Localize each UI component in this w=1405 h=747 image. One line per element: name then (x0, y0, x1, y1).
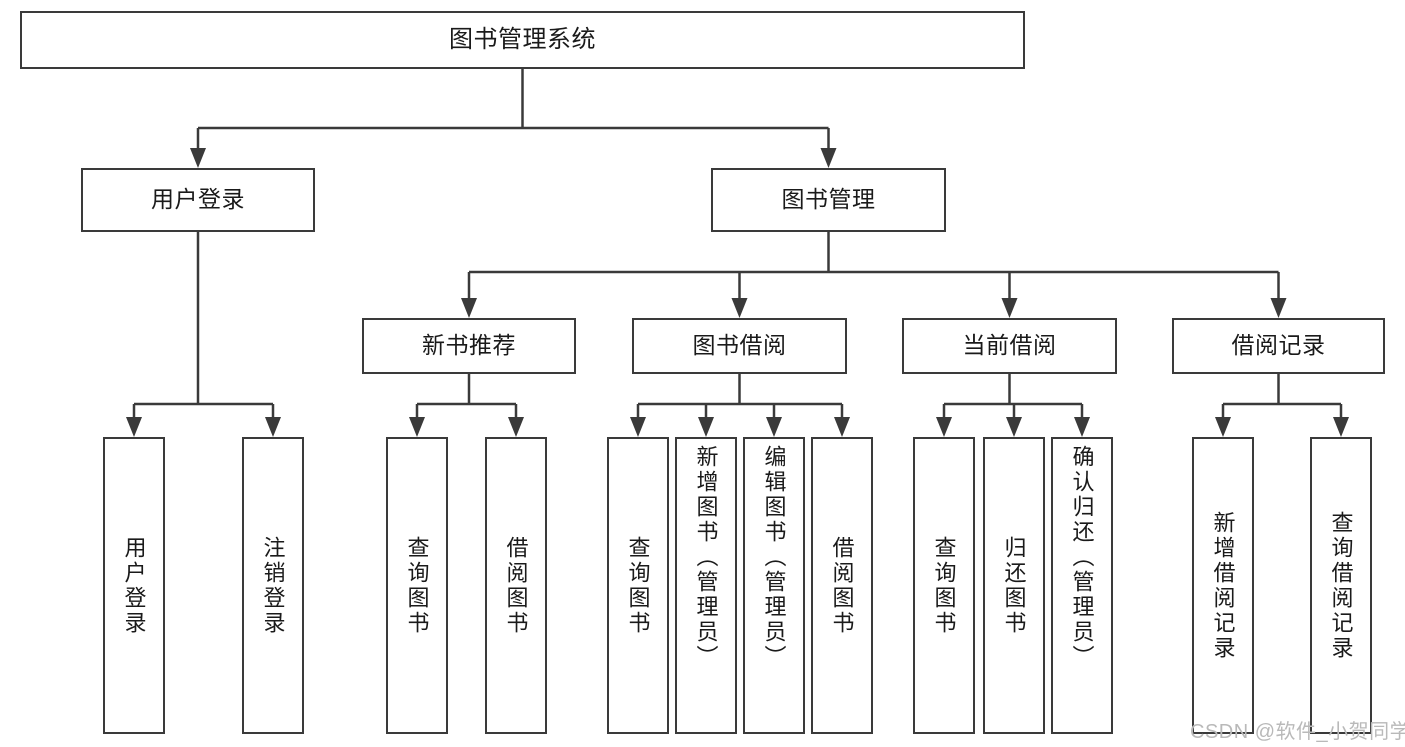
edge-arrowhead (766, 417, 782, 437)
node-leaf-new-2[interactable]: 借阅图书 (485, 437, 547, 734)
node-current[interactable]: 当前借阅 (902, 318, 1117, 374)
node-root[interactable]: 图书管理系统 (20, 11, 1025, 69)
node-leaf-bor-4[interactable]: 借阅图书 (811, 437, 873, 734)
edge-arrowhead (461, 298, 477, 318)
node-newbook[interactable]: 新书推荐 (362, 318, 576, 374)
edge-arrowhead (731, 298, 748, 318)
node-label: 借阅记录 (1231, 332, 1326, 359)
node-label: 新增图书（管理员） (693, 445, 719, 670)
node-leaf-new-1[interactable]: 查询图书 (386, 437, 448, 734)
node-label: 图书借阅 (692, 332, 787, 359)
node-label: 查询图书 (404, 535, 430, 636)
edge-arrowhead (936, 417, 952, 437)
node-label: 用户登录 (121, 535, 147, 636)
node-leaf-bor-2[interactable]: 新增图书（管理员） (675, 437, 737, 734)
node-label: 用户登录 (151, 186, 245, 213)
node-label: 编辑图书（管理员） (761, 445, 787, 670)
node-bookmgmt[interactable]: 图书管理 (711, 168, 946, 232)
edge-arrowhead (1006, 417, 1022, 437)
edge-arrowhead (698, 417, 714, 437)
node-leaf-rec-2[interactable]: 查询借阅记录 (1310, 437, 1372, 734)
edge-arrowhead (190, 148, 206, 168)
node-login[interactable]: 用户登录 (81, 168, 315, 232)
node-label: 查询借阅记录 (1328, 510, 1354, 661)
node-label: 借阅图书 (503, 535, 529, 636)
edge-arrowhead (630, 417, 646, 437)
node-leaf-login-1[interactable]: 用户登录 (103, 437, 165, 734)
edge-arrowhead (1074, 417, 1090, 437)
node-label: 当前借阅 (962, 332, 1057, 359)
node-leaf-cur-3[interactable]: 确认归还（管理员） (1051, 437, 1113, 734)
node-leaf-bor-3[interactable]: 编辑图书（管理员） (743, 437, 805, 734)
edge-arrowhead (820, 148, 837, 168)
node-label: 查询图书 (931, 535, 957, 636)
edge-arrowhead (1001, 298, 1018, 318)
edge-arrowhead (834, 417, 850, 437)
node-label: 查询图书 (625, 535, 651, 636)
node-label: 注销登录 (260, 535, 286, 636)
node-leaf-cur-1[interactable]: 查询图书 (913, 437, 975, 734)
node-leaf-rec-1[interactable]: 新增借阅记录 (1192, 437, 1254, 734)
node-label: 图书管理系统 (449, 25, 596, 53)
edge-arrowhead (1333, 417, 1349, 437)
node-label: 归还图书 (1001, 535, 1027, 636)
node-label: 新增借阅记录 (1210, 510, 1236, 661)
node-leaf-login-2[interactable]: 注销登录 (242, 437, 304, 734)
edge-arrowhead (126, 417, 142, 437)
edge-arrowhead (409, 417, 425, 437)
node-label: 新书推荐 (422, 332, 516, 359)
node-label: 图书管理 (781, 186, 876, 213)
node-label: 确认归还（管理员） (1069, 445, 1095, 670)
node-records[interactable]: 借阅记录 (1172, 318, 1385, 374)
edge-arrowhead (1270, 298, 1287, 318)
watermark: CSDN @软件_小贺同学 (1190, 721, 1405, 743)
node-leaf-cur-2[interactable]: 归还图书 (983, 437, 1045, 734)
node-label: 借阅图书 (829, 535, 855, 636)
node-borrow[interactable]: 图书借阅 (632, 318, 847, 374)
edge-arrowhead (508, 417, 524, 437)
edge-arrowhead (1215, 417, 1231, 437)
edge-arrowhead (265, 417, 281, 437)
node-leaf-bor-1[interactable]: 查询图书 (607, 437, 669, 734)
